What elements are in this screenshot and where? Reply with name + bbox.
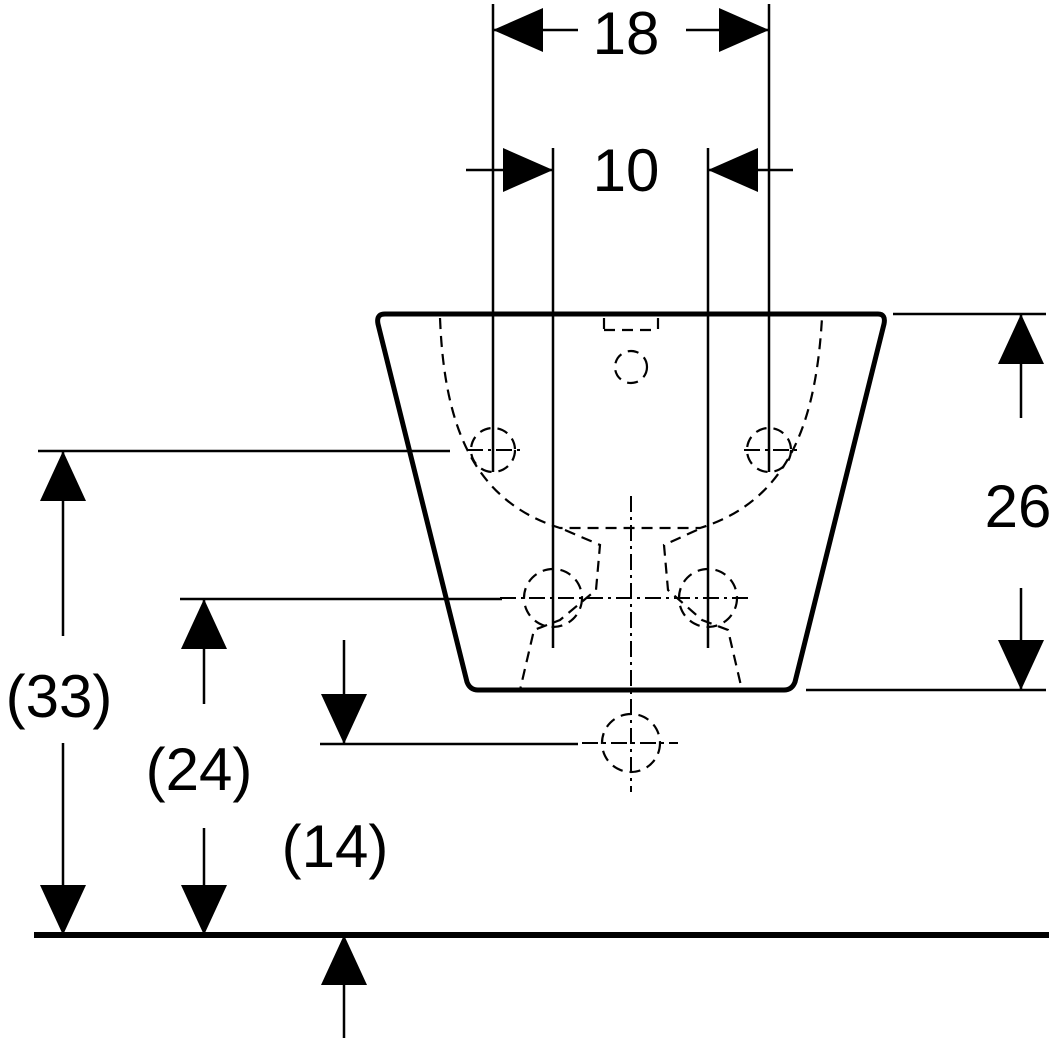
dimension-10-label: 10: [593, 137, 660, 204]
dimension-33: (33): [6, 451, 113, 935]
dimension-26-label: 26: [985, 473, 1052, 540]
dimension-24-label: (24): [146, 736, 253, 803]
dimension-14: (14): [282, 640, 389, 1038]
bowl-outline: [375, 311, 887, 693]
dimension-18: 18: [493, 0, 769, 67]
dimension-26: 26: [985, 314, 1052, 690]
dimension-24: (24): [146, 599, 253, 935]
dimension-18-label: 18: [593, 0, 660, 67]
extension-lines: [38, 4, 1046, 746]
dimension-10: 10: [466, 137, 793, 204]
dimension-33-label: (33): [6, 663, 113, 730]
dimension-14-label: (14): [282, 813, 389, 880]
upper-right-hole: [745, 426, 793, 474]
upper-left-hole: [469, 426, 517, 474]
center-lines: [467, 449, 800, 792]
